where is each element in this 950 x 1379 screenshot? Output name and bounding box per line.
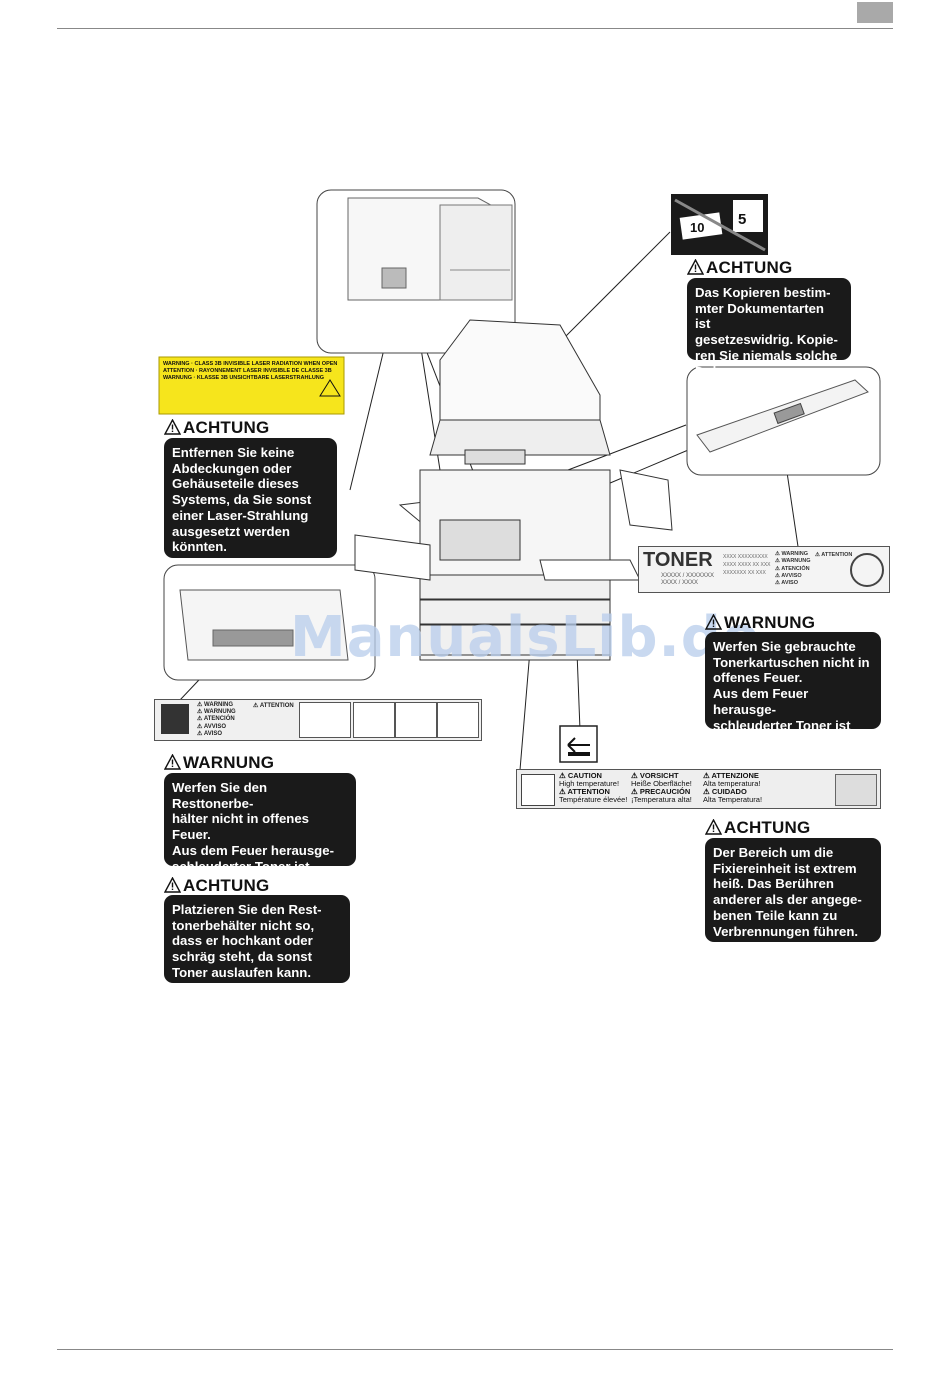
toner-label-title: TONER	[643, 549, 713, 571]
warning-text-fuser: Der Bereich um die Fixiereinheit ist ext…	[705, 838, 881, 942]
toner-line1: XXXXX / XXXXXXX	[661, 573, 715, 579]
warning-heading-copy: ACHTUNG	[687, 258, 792, 278]
no-tilt-pictogram-icon	[395, 702, 437, 738]
toner-line2: XXXX / XXXX	[661, 580, 699, 586]
no-fire-icon	[850, 553, 884, 587]
warning-text-waste-tilt: Platzieren Sie den Rest- tonerbehälter n…	[164, 895, 350, 983]
inset-top	[316, 189, 516, 354]
warning-heading-waste-fire: WARNUNG	[164, 753, 274, 773]
header-rule	[57, 28, 893, 29]
laser-sticker-text: WARNING · CLASS 3B INVISIBLE LASER RADIA…	[163, 361, 338, 381]
fuser-pictogram-icon	[835, 774, 877, 806]
waste-toner-icon	[161, 704, 189, 734]
footer-rule	[57, 1349, 893, 1350]
container-pictogram-icon	[353, 702, 395, 738]
heat-pictogram-icon	[559, 725, 598, 763]
warning-text-waste-fire: Werfen Sie den Resttonerbe- hälter nicht…	[164, 773, 356, 889]
warning-heading-waste-tilt: ACHTUNG	[164, 876, 269, 896]
warning-heading-fuser: ACHTUNG	[705, 818, 810, 838]
stamp-number: 5	[738, 211, 746, 228]
warning-text-toner: Werfen Sie gebrauchte Tonerkartuschen ni…	[705, 632, 881, 748]
no-upright-pictogram-icon	[437, 702, 479, 738]
watermark: ManualsLib.de	[290, 605, 761, 670]
toner-label: TONER XXXXX / XXXXXXX XXXX / XXXX XXXX X…	[638, 546, 890, 593]
page-corner-tab	[857, 2, 893, 23]
warning-heading-toner: WARNUNG	[705, 613, 815, 633]
money-note-number: 10	[690, 220, 704, 235]
warning-heading-laser: ACHTUNG	[164, 418, 269, 438]
inset-waste	[163, 564, 376, 681]
machine-body	[354, 319, 673, 661]
no-copy-money-icon: 10 5	[671, 194, 768, 255]
laser-sticker	[158, 356, 345, 415]
waste-toner-label: ⚠ WARNING ⚠ WARNUNG ⚠ ATENCIÓN ⚠ AVVISO …	[154, 699, 482, 741]
heat-warning-label: ⚠ CAUTION High temperature! ⚠ ATTENTION …	[516, 769, 881, 809]
no-fire-pictogram-icon	[299, 702, 351, 738]
inset-toner	[686, 366, 881, 476]
warning-text-laser: Entfernen Sie keine Abdeckungen oder Geh…	[164, 438, 337, 558]
hot-surface-icon	[521, 774, 555, 806]
warning-text-copy: Das Kopieren bestim- mter Dokumentarten …	[687, 278, 851, 379]
